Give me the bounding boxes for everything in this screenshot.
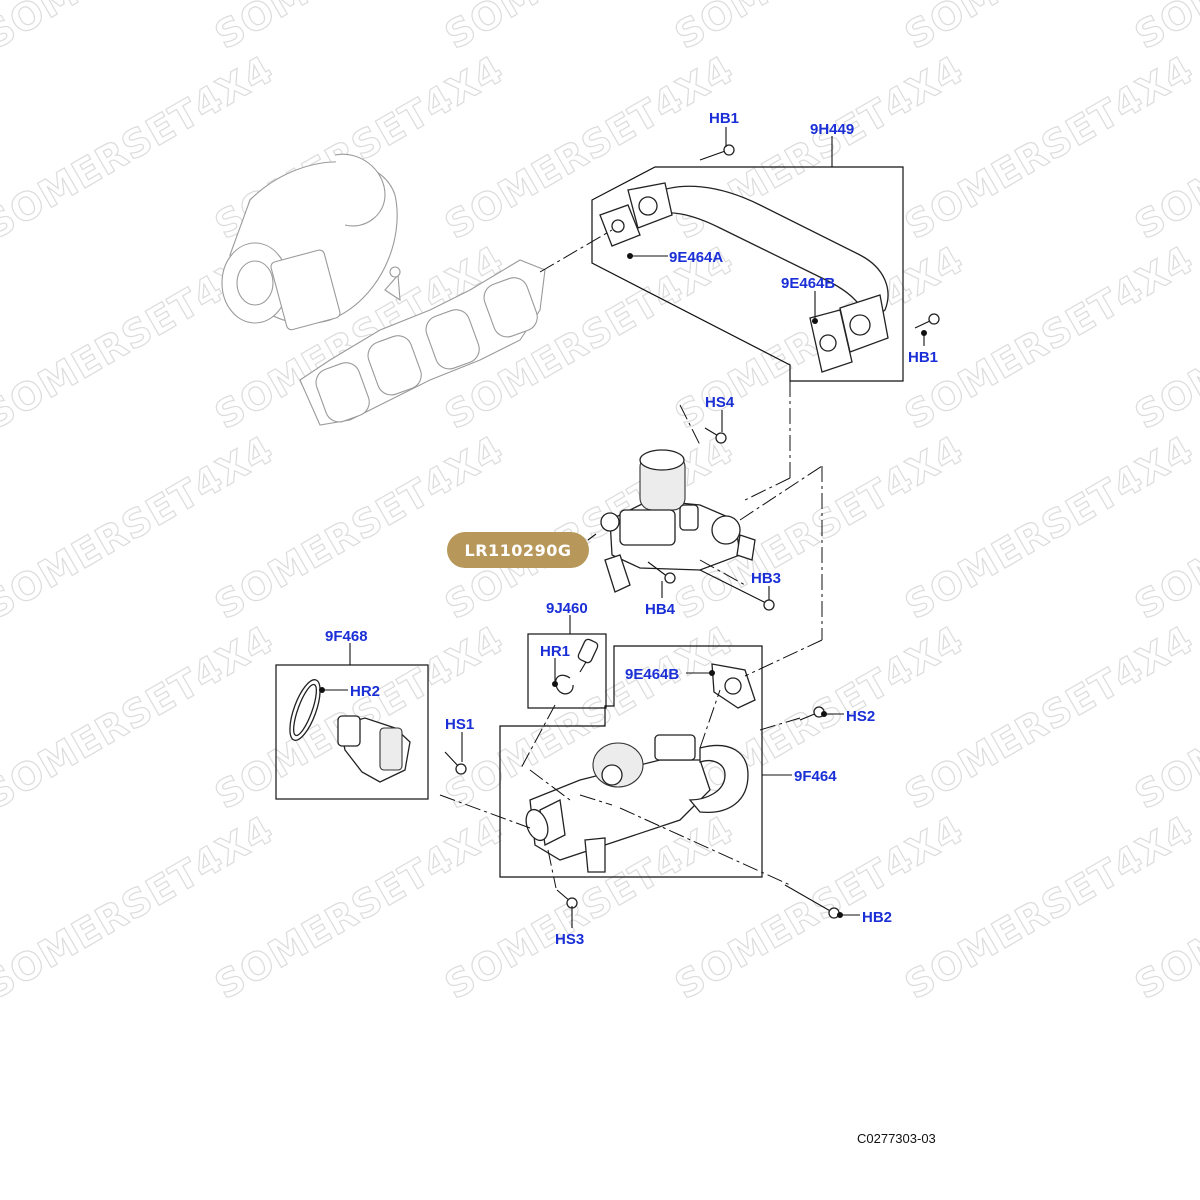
diagram-reference-code: C0277303-03 <box>857 1131 936 1146</box>
callout-leaders <box>319 127 927 928</box>
callout-9j460: 9J460 <box>546 600 588 617</box>
sensor-group-frame <box>527 633 607 709</box>
bolt-hb4 <box>647 561 676 584</box>
o-ring-hr2 <box>289 679 321 741</box>
callout-hr1: HR1 <box>540 643 570 660</box>
exhaust-manifold-turbo <box>221 153 546 426</box>
sealing-ring-hr1 <box>555 674 574 695</box>
callout-hs2: HS2 <box>846 708 875 725</box>
pipe-group-frame <box>591 166 904 382</box>
callout-labels: HB1 9H449 9E464A 9E464B HB1 HS4 HB3 HB4 … <box>325 110 938 948</box>
callout-hs3: HS3 <box>555 931 584 948</box>
gasket-9e464b-top <box>809 309 853 373</box>
bypass-actuator <box>337 715 411 783</box>
gasket-9e464b-mid <box>711 663 756 709</box>
egr-cooler <box>525 734 749 873</box>
callout-hr2: HR2 <box>350 683 380 700</box>
callout-9e464b-mid: 9E464B <box>625 666 679 683</box>
callout-hb1-top: HB1 <box>709 110 739 127</box>
thermostat-group-frame <box>275 664 429 800</box>
part-number-label: LR110290G <box>465 541 572 560</box>
bolt-hs1 <box>444 751 467 775</box>
callout-hb4: HB4 <box>645 601 676 618</box>
callout-hs1: HS1 <box>445 716 474 733</box>
bolt-hb1-right <box>914 313 940 329</box>
assembly-lines <box>439 229 823 889</box>
callout-hb3: HB3 <box>751 570 781 587</box>
bolt-hb2 <box>784 884 840 919</box>
part-number-badge[interactable]: LR110290G <box>447 532 589 568</box>
callout-9h449: 9H449 <box>810 121 854 138</box>
temperature-sensor <box>577 638 599 673</box>
callout-9f468: 9F468 <box>325 628 368 645</box>
callout-9e464b-top: 9E464B <box>781 275 835 292</box>
callout-9e464a: 9E464A <box>669 249 723 266</box>
callout-hb1-right: HB1 <box>908 349 938 366</box>
watermark-text: SOMERSET4X4 <box>1128 0 1200 58</box>
callout-hs4: HS4 <box>705 394 735 411</box>
bolt-hs4 <box>704 427 727 444</box>
egr-valve <box>600 449 756 593</box>
bolt-hb1-top <box>699 144 735 161</box>
cooler-group-frame <box>499 645 763 878</box>
gasket-9e464a <box>599 204 641 247</box>
callout-9f464: 9F464 <box>794 768 837 785</box>
callout-hb2: HB2 <box>862 909 892 926</box>
egr-pipe <box>627 182 889 353</box>
